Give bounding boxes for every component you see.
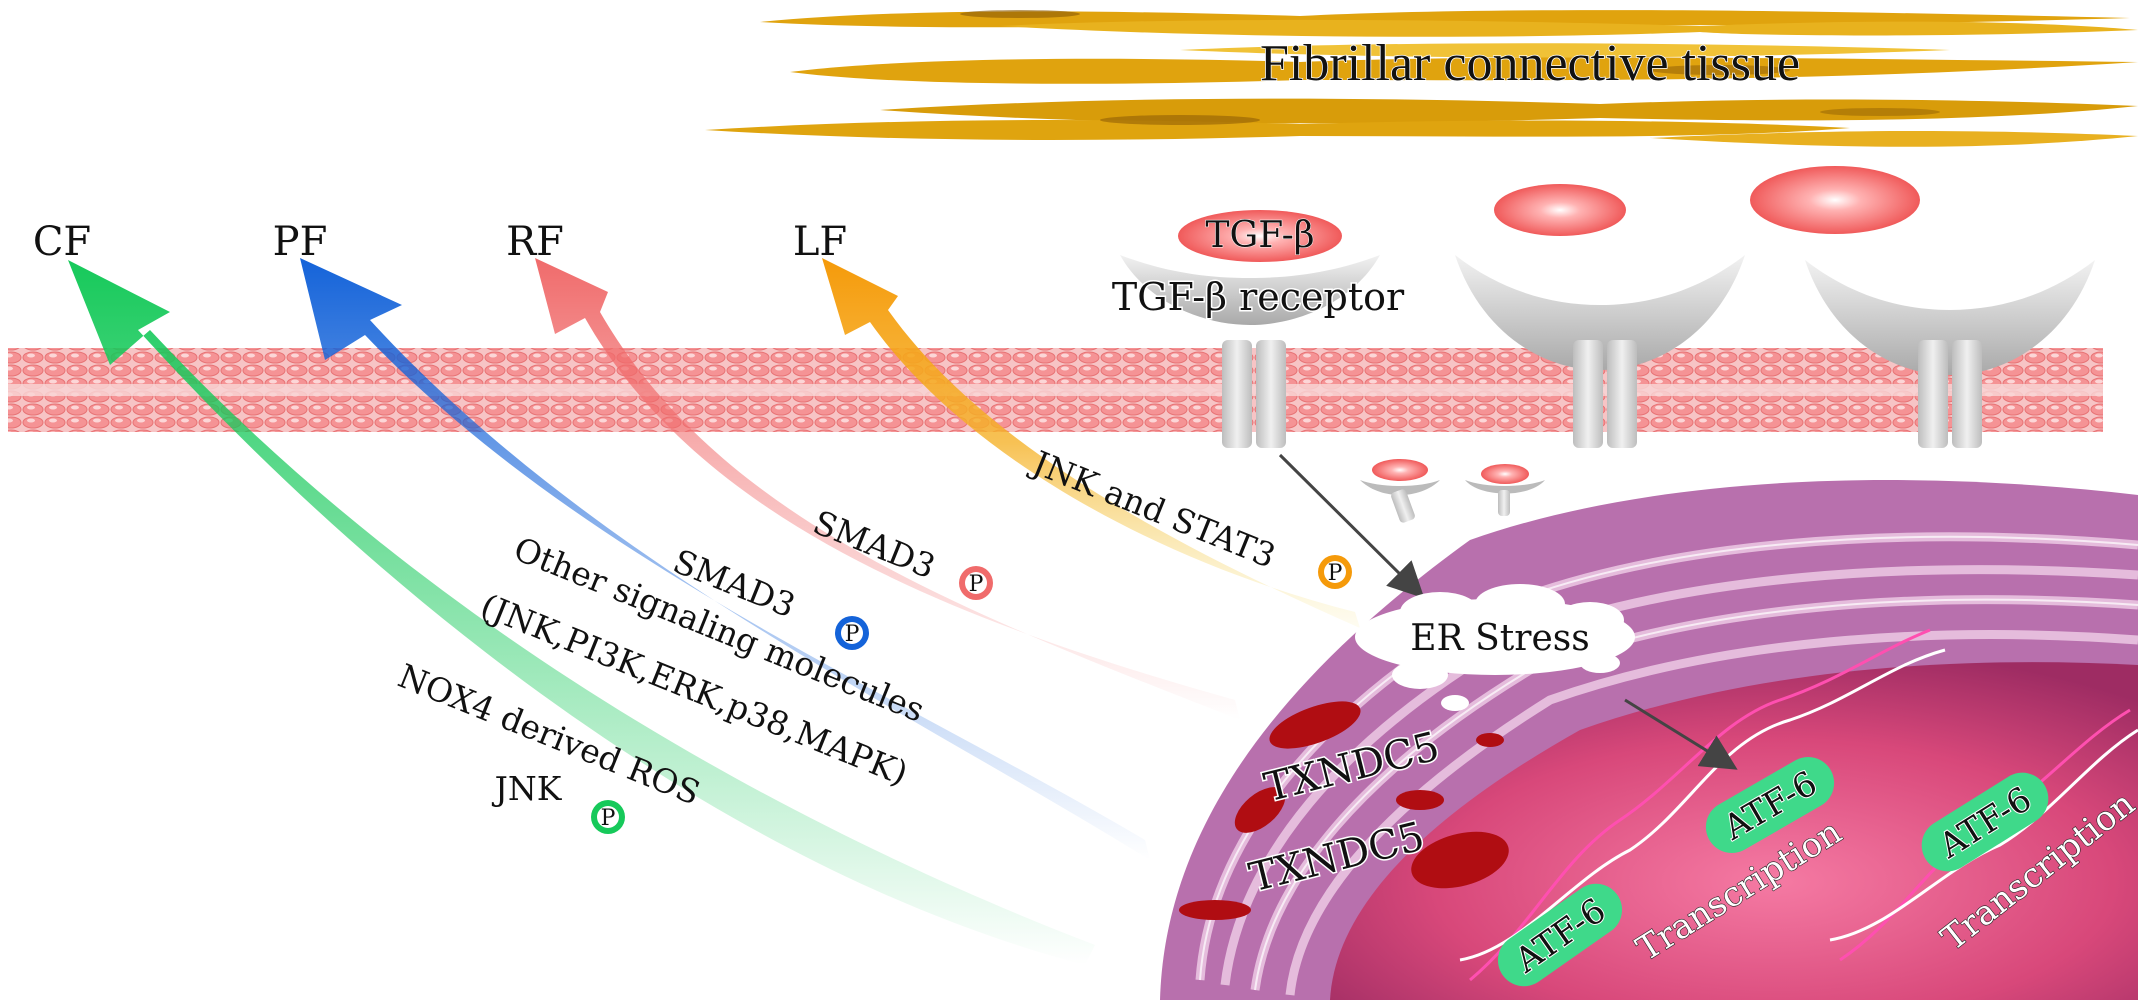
cf-phospho-label: P [601,806,616,831]
title-label: Fibrillar connective tissue [1260,35,1800,92]
cell-membrane [8,348,2103,432]
lf-phospho-label: P [1328,561,1343,586]
internalized-complexes [1360,459,1545,523]
cf-phospho-badge: P [591,800,625,834]
txndc5-vesicles [1179,701,1509,920]
label-pf: PF [273,219,328,265]
rf-phospho-label: P [969,572,984,597]
lf-pathway-text: JNK and STAT3 [1025,442,1281,576]
pathway-labels: JNK and STAT3 P SMAD3 P SMAD3 P Other si… [393,442,1352,834]
cf-pathway-label-2: JNK [492,769,563,808]
label-cf: CF [33,219,91,265]
tgf-beta-ligand-2 [1494,184,1626,236]
lf-phospho-badge: P [1318,555,1352,589]
tgf-receptor-1 [1120,210,1380,448]
label-lf: LF [793,219,847,265]
tgf-beta-ligand-3 [1750,166,1920,234]
tgf-receptor-3 [1750,166,2095,448]
pf-arrow [300,258,1150,860]
pathway-arrows [68,258,1360,965]
connective-tissue-fibers [705,10,2138,147]
er-stress-label: ER Stress [1410,618,1589,659]
arrow-receptor-to-er [1278,453,1425,599]
tgf-receptor-label: TGF-β receptor [1112,275,1405,319]
lf-arrow [822,258,1360,628]
arrow-er-to-atf6 [1624,698,1738,770]
tgf-receptor-2 [1455,184,1745,448]
pf-phospho-label: P [845,622,860,647]
rf-pathway-label: SMAD3 [808,502,941,586]
rf-phospho-badge: P [959,566,993,600]
tgf-beta-ligand [1178,210,1342,262]
pf-phospho-badge: P [835,616,869,650]
label-rf: RF [506,219,564,265]
fibrosis-labels: CF PF RF LF [33,219,847,265]
lf-pathway-label: JNK and STAT3 [1025,442,1281,576]
er-stress-cloud [1355,584,1635,711]
tgf-beta-label: TGF-β [1205,215,1314,256]
dna-helix-1 [1459,628,1946,982]
